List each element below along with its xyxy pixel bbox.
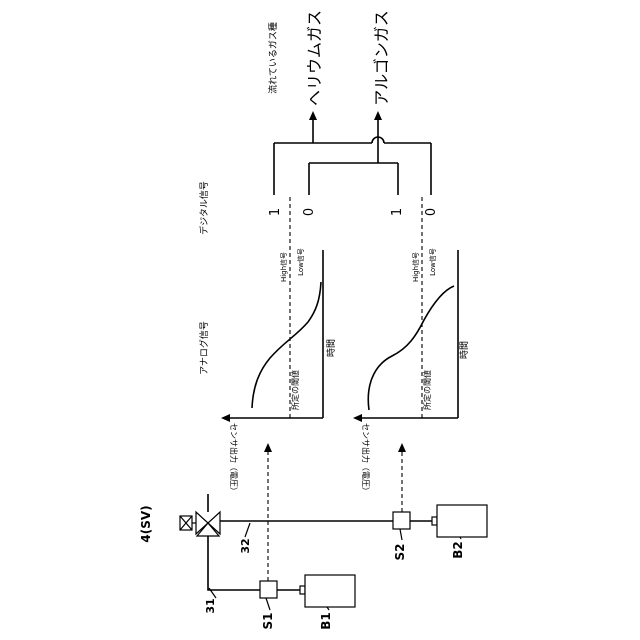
digital-s2-0: 0 [424,208,439,216]
helium-arrow [309,111,317,120]
leader-s2 [400,529,402,540]
signal-arrow-s2 [398,443,406,452]
graph1-y-arrow [221,414,230,422]
label-s1: S1 [261,613,275,630]
graph2-threshold-label: 所定の閾値 [422,370,432,410]
graph1-low-label: Low信号 [296,248,305,276]
leader-s1 [266,598,270,610]
label-b2: B2 [451,541,465,559]
label-valve: 4(SV) [139,505,153,542]
sensor-s2 [393,512,410,529]
graph2-y-arrow [353,414,362,422]
graph1-threshold-label: 所定の閾値 [290,370,300,410]
signal-arrow-s1 [264,443,272,452]
helium-label: ヘリウムガス [305,10,324,106]
graph2-ylabel: センサ出力（電圧） [361,423,371,495]
digital-s1-1: 1 [268,208,283,216]
label-pipe-31: 31 [204,598,217,613]
b1-valve [300,586,305,594]
argon-arrow [374,111,382,120]
pipe-31 [208,536,260,590]
digital-s1-0: 0 [302,208,317,216]
argon-label: アルゴンガス [372,10,391,106]
bottle-b1 [305,575,355,607]
graph1-high-label: High信号 [279,252,288,282]
graph2-low-label: Low信号 [428,248,437,276]
graph1-ylabel: センサ出力（電圧） [229,423,239,495]
label-pipe-32: 32 [239,538,252,553]
bottle-b2 [437,505,487,537]
flowing-gas-label: 流れているガス種 [267,22,279,94]
sensor-s1 [260,581,277,598]
label-s2: S2 [393,544,407,561]
graph2-high-label: High信号 [411,252,420,282]
graph2-curve [368,286,454,410]
label-b1: B1 [319,612,333,630]
graph1-time-label: 時間 [326,339,337,357]
b2-valve [432,517,437,525]
graph1-curve [252,282,321,408]
analog-signal-label: アナログ信号 [198,321,210,375]
leader-32 [245,523,250,537]
graph2-time-label: 時間 [459,341,470,359]
digital-signal-label: デジタル信号 [198,181,210,235]
digital-s2-1: 1 [390,208,405,216]
